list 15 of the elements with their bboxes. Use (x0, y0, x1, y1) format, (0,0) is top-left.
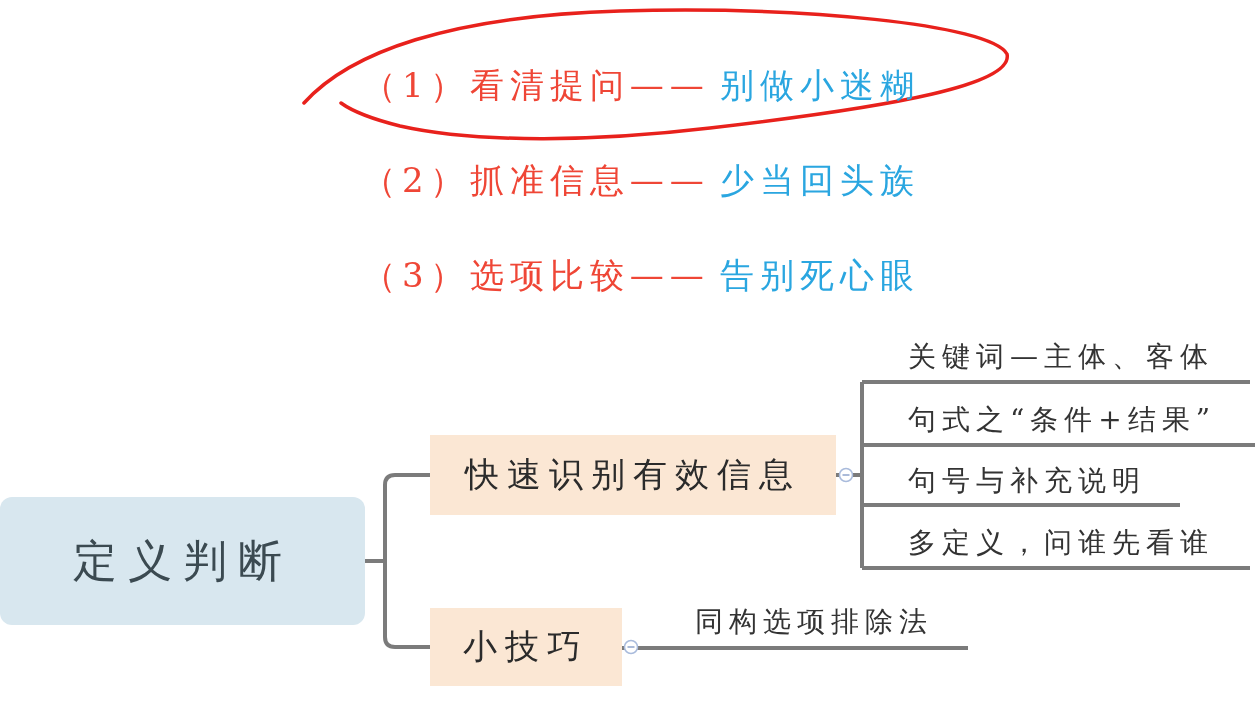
step-label: （3）选项比较—— (362, 254, 710, 297)
central-topic-box: 定义判断 (0, 497, 365, 625)
connector-line (622, 646, 648, 650)
tip-label: 少当回头族 (720, 159, 920, 202)
tip-label: 告别死心眼 (720, 254, 920, 297)
underlined-subtopic: 句式之“条件+结果” (862, 396, 1255, 447)
underlined-subtopic: 句号与补充说明 (862, 458, 1180, 507)
underlined-subtopic: 关键词—主体、客体 (862, 334, 1250, 384)
step-label: （2）抓准信息—— (362, 159, 710, 202)
topic-box: 小技巧 (430, 608, 622, 686)
step-label: （1）看清提问—— (362, 64, 710, 107)
underlined-subtopic: 同构选项排除法 (648, 598, 968, 650)
tip-label: 别做小迷糊 (720, 64, 920, 107)
underlined-subtopic: 多定义，问谁先看谁 (862, 520, 1250, 570)
topic-box: 快速识别有效信息 (430, 435, 836, 515)
